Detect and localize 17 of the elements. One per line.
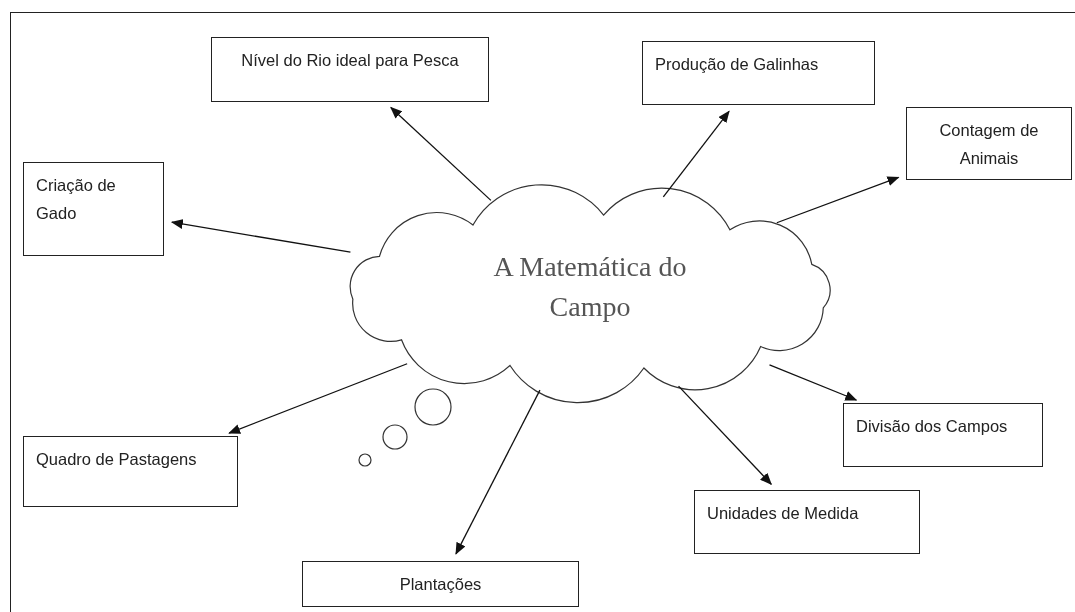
arrow (390, 106, 492, 202)
topic-box: Divisão dos Campos (843, 403, 1043, 467)
topic-box: Nível do Rio ideal para Pesca (211, 37, 489, 102)
topic-box: Criação de Gado (23, 162, 164, 256)
arrow (677, 385, 772, 485)
arrow (776, 176, 900, 224)
topic-box: Contagem de Animais (906, 107, 1072, 180)
arrow (768, 364, 858, 401)
topic-box: Quadro de Pastagens (23, 436, 238, 507)
topic-box: Plantações (302, 561, 579, 607)
topic-box: Produção de Galinhas (642, 41, 875, 105)
topic-box: Unidades de Medida (694, 490, 920, 554)
arrow (228, 363, 408, 434)
arrow (170, 219, 352, 253)
arrow (455, 389, 541, 555)
cloud-title: A Matemática do Campo (492, 249, 688, 324)
arrow (662, 110, 730, 198)
